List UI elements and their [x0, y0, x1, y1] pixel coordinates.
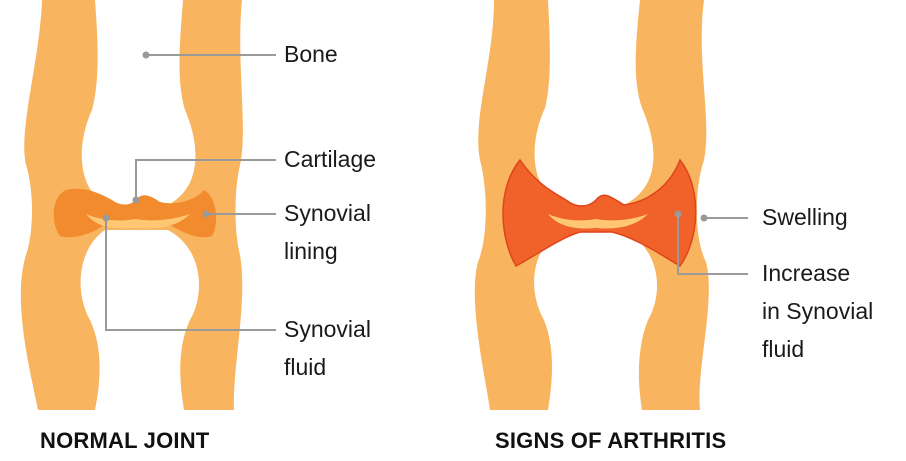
label-synovial-lining-line2: lining: [284, 234, 338, 269]
caption-normal-joint: NORMAL JOINT: [40, 428, 209, 454]
label-increase-line2: in Synovial: [762, 294, 873, 329]
caption-signs-of-arthritis: SIGNS OF ARTHRITIS: [495, 428, 726, 454]
label-synovial-lining-line1: Synovial: [284, 196, 371, 231]
label-cartilage: Cartilage: [284, 142, 376, 177]
increase-dot: [675, 211, 682, 218]
label-increase-line1: Increase: [762, 256, 850, 291]
label-synovial-fluid-line1: Synovial: [284, 312, 371, 347]
arthritis-joint-illustration: [475, 0, 748, 410]
label-increase-line3: fluid: [762, 332, 804, 367]
label-bone: Bone: [284, 37, 338, 72]
normal-joint-illustration: [21, 0, 276, 410]
label-synovial-fluid-line2: fluid: [284, 350, 326, 385]
cartilage-dot: [133, 197, 140, 204]
lining-dot: [203, 211, 210, 218]
fluid-dot: [103, 215, 110, 222]
bone-dot: [143, 52, 150, 59]
label-swelling: Swelling: [762, 200, 848, 235]
swelling-dot: [701, 215, 708, 222]
